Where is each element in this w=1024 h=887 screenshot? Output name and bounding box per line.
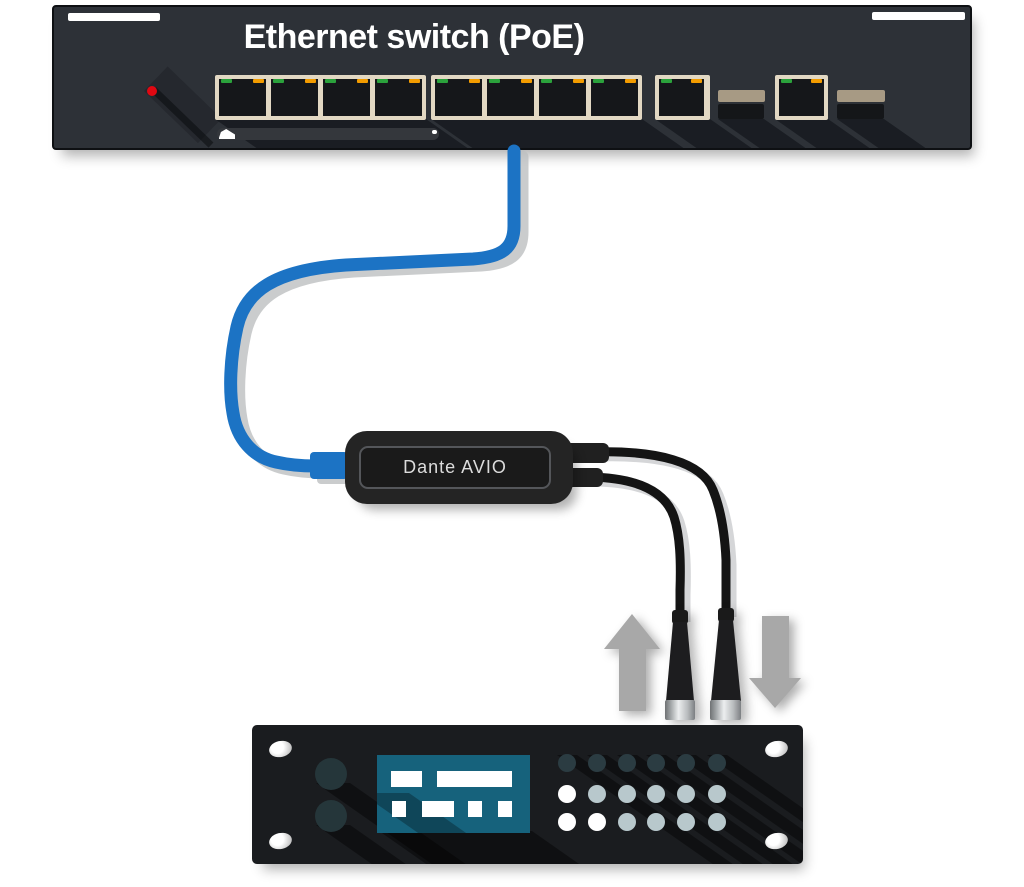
- analog-cable-2: [585, 472, 685, 622]
- panel-button: [677, 813, 695, 831]
- lcd-display: [377, 755, 530, 833]
- uplink-port-1: [655, 75, 710, 120]
- adapter-body: Dante AVIO: [345, 431, 573, 504]
- activity-led: [305, 79, 316, 83]
- panel-button: [647, 785, 665, 803]
- display-segment: [392, 801, 406, 817]
- activity-led: [811, 79, 822, 83]
- audio-rack-device: [252, 725, 803, 864]
- activity-led: [357, 79, 368, 83]
- gloss-speck: [432, 130, 437, 134]
- down-arrow-icon: [749, 616, 801, 708]
- port-group-2: [431, 75, 642, 120]
- analog-cable-1-shadow: [597, 452, 737, 617]
- link-led: [377, 79, 388, 83]
- link-led: [781, 79, 792, 83]
- activity-led: [521, 79, 532, 83]
- dante-avio-adapter: Dante AVIO: [345, 431, 609, 504]
- button-grid: [252, 725, 803, 864]
- analog-cable-1: [587, 447, 731, 617]
- panel-button: [647, 813, 665, 831]
- panel-button: [708, 813, 726, 831]
- rj45-port: [435, 79, 482, 116]
- up-arrow-icon: [604, 614, 660, 711]
- rj45-port: [375, 79, 422, 116]
- panel-button: [708, 785, 726, 803]
- link-led: [593, 79, 604, 83]
- vent-stripe-left: [68, 13, 160, 21]
- link-led: [273, 79, 284, 83]
- vent-stripe-right: [872, 12, 965, 20]
- link-led: [437, 79, 448, 83]
- sfp-slot-1-opening: [718, 104, 764, 119]
- shadow-streak: [431, 119, 687, 148]
- xlr-connector-1: [665, 610, 695, 720]
- knob-2: [315, 800, 347, 832]
- rj45-port: [323, 79, 370, 116]
- knob-1: [315, 758, 347, 790]
- display-segment: [498, 801, 512, 817]
- ethernet-plug: [310, 452, 348, 479]
- rj45-port: [219, 79, 266, 116]
- rj45-port: [779, 79, 824, 116]
- adapter-label: Dante AVIO: [403, 457, 507, 477]
- panel-button: [558, 785, 576, 803]
- rj45-port: [271, 79, 318, 116]
- panel-button: [618, 754, 636, 772]
- rj45-port: [539, 79, 586, 116]
- shadow-streak: [144, 66, 222, 144]
- switch-title: Ethernet switch (PoE): [243, 18, 585, 56]
- ethernet-cable-shadow: [232, 150, 529, 479]
- link-led: [661, 79, 672, 83]
- panel-button: [618, 813, 636, 831]
- panel-button: [588, 785, 606, 803]
- gloss-highlight: [219, 129, 235, 139]
- display-segment: [422, 801, 454, 817]
- sfp-slot-1-cover: [718, 90, 765, 102]
- cable-boot-1: [563, 443, 609, 463]
- link-led: [221, 79, 232, 83]
- panel-button: [588, 754, 606, 772]
- analog-cable-2-shadow: [595, 477, 691, 622]
- panel-button: [558, 813, 576, 831]
- activity-led: [469, 79, 480, 83]
- link-led: [541, 79, 552, 83]
- panel-button: [558, 754, 576, 772]
- activity-led: [573, 79, 584, 83]
- xlr-connector-2: [710, 608, 741, 720]
- activity-led: [691, 79, 702, 83]
- sfp-slot-2-cover: [837, 90, 885, 102]
- rj45-port: [487, 79, 534, 116]
- display-segment: [468, 801, 482, 817]
- display-segment: [437, 771, 512, 787]
- display-segment: [391, 771, 422, 787]
- panel-button: [677, 754, 695, 772]
- panel-button: [647, 754, 665, 772]
- gloss-bar: [217, 128, 439, 140]
- panel-button: [708, 754, 726, 772]
- adapter-label-panel: Dante AVIO: [359, 446, 551, 489]
- ethernet-cable-run: [224, 144, 521, 473]
- uplink-port-2: [775, 75, 828, 120]
- panel-button: [618, 785, 636, 803]
- panel-button: [588, 813, 606, 831]
- analog-cables: [585, 447, 737, 622]
- rj45-port: [659, 79, 704, 116]
- power-led: [147, 86, 157, 96]
- activity-led: [253, 79, 264, 83]
- panel-button: [677, 785, 695, 803]
- link-led: [489, 79, 500, 83]
- rj45-port: [591, 79, 638, 116]
- port-group-1: [215, 75, 426, 120]
- activity-led: [409, 79, 420, 83]
- link-led: [325, 79, 336, 83]
- sfp-slot-2-opening: [837, 104, 884, 119]
- activity-led: [625, 79, 636, 83]
- ethernet-switch: Ethernet switch (PoE): [52, 5, 972, 150]
